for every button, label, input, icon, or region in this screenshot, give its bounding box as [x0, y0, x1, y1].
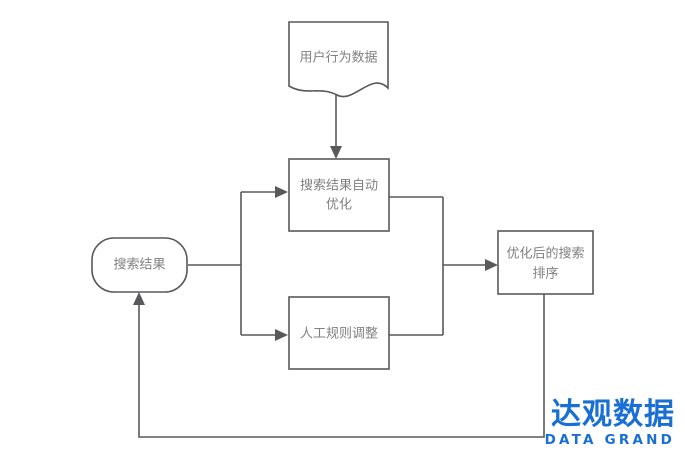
process-shape — [497, 230, 594, 295]
arrowhead-right-icon — [275, 186, 288, 198]
brand-logo-chinese: 达观数据 — [551, 397, 675, 433]
node-optimized-ranking[interactable]: 优化后的搜索 排序 — [497, 230, 594, 295]
node-manual-rule-adjustment[interactable]: 人工规则调整 — [288, 296, 390, 370]
document-shape — [288, 21, 389, 98]
edge-user-behavior-data-to-auto-optimization — [330, 88, 342, 159]
edge-branches-to-optimized-ranking — [389, 196, 498, 336]
brand-logo-english: DATA GRAND — [544, 431, 675, 448]
terminator-shape — [91, 237, 188, 293]
node-label-auto-optimization-line1: 搜索结果自动 — [300, 179, 378, 194]
node-label-user-behavior-data: 用户行为数据 — [299, 50, 377, 66]
process-shape — [288, 158, 390, 232]
node-label-search-results: 搜索结果 — [113, 258, 165, 273]
arrowhead-up-icon — [133, 292, 145, 305]
edge-optimized-ranking-to-search-results — [133, 292, 545, 438]
arrowhead-down-icon — [330, 146, 342, 159]
arrowhead-right-icon — [485, 259, 498, 271]
arrowhead-right-icon — [275, 329, 288, 341]
node-label-auto-optimization-line2: 优化 — [326, 198, 352, 213]
node-user-behavior-data[interactable]: 用户行为数据 — [288, 21, 389, 98]
brand-logo: 达观数据 DATA GRAND — [545, 400, 675, 448]
node-label-manual-rule-adjustment: 人工规则调整 — [300, 327, 378, 342]
node-label-optimized-ranking-line2: 排序 — [532, 267, 558, 282]
process-shape — [288, 296, 390, 370]
node-search-results[interactable]: 搜索结果 — [91, 237, 188, 293]
node-label-optimized-ranking-line1: 优化后的搜索 — [506, 246, 584, 262]
node-auto-optimization[interactable]: 搜索结果自动 优化 — [288, 158, 390, 232]
edge-search-results-to-branches — [188, 186, 288, 341]
